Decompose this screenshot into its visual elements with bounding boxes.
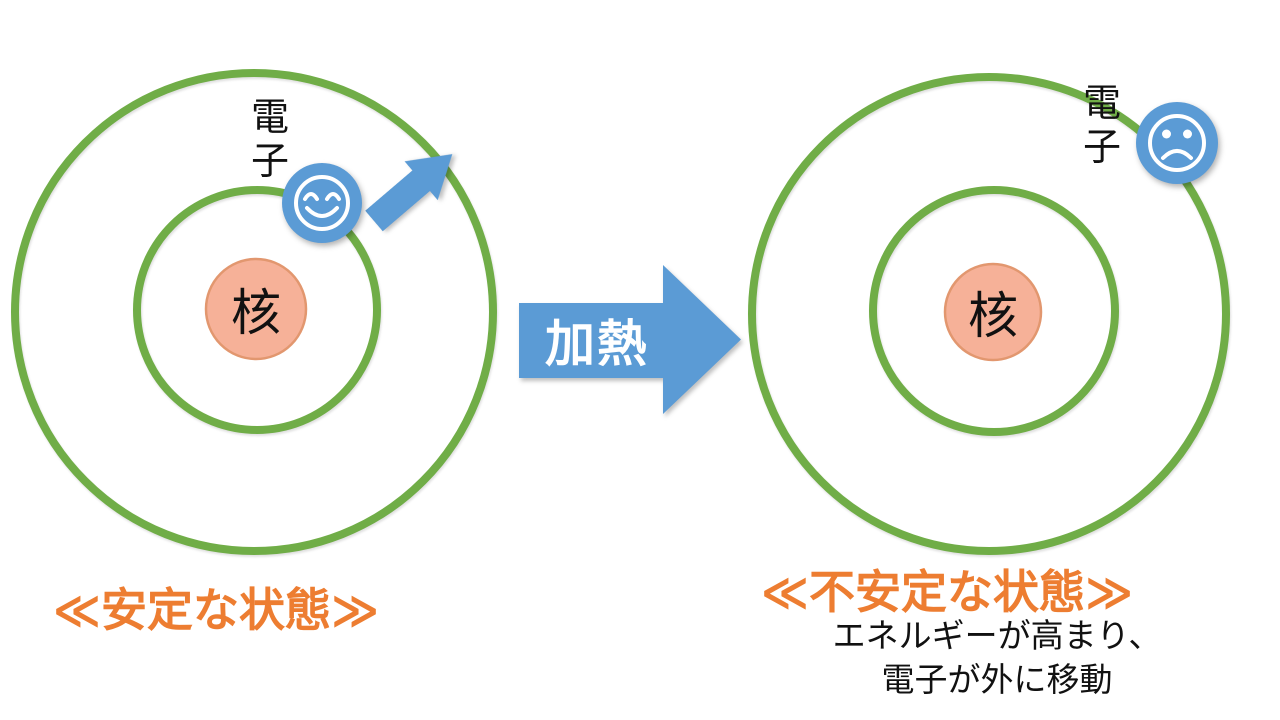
left-electron-label: 電 子	[250, 97, 289, 184]
right-electron-label: 電 子	[1082, 83, 1121, 170]
left-outer-orbit-circle	[11, 69, 497, 555]
right-nucleus-label: 核	[968, 288, 1018, 344]
up-right-block-arrow-icon	[365, 154, 453, 232]
right-block-arrow-icon	[519, 265, 741, 414]
right-nucleus-circle	[943, 262, 1043, 362]
right-state-note: エネルギーが高まり、 電子が外に移動	[832, 617, 1162, 698]
right-inner-orbit-circle	[869, 186, 1119, 436]
right-outer-orbit-circle	[748, 73, 1230, 555]
smiley-face-icon	[282, 163, 362, 243]
sad-face-icon	[1136, 102, 1218, 184]
left-nucleus-circle	[204, 257, 308, 361]
right-state-caption: ≪不安定な状態≫	[760, 566, 1134, 618]
left-state-caption: ≪安定な状態≫	[52, 584, 380, 636]
heat-arrow-label: 加熱	[545, 316, 649, 372]
left-nucleus-label: 核	[231, 285, 281, 341]
left-inner-orbit-circle	[133, 186, 381, 434]
